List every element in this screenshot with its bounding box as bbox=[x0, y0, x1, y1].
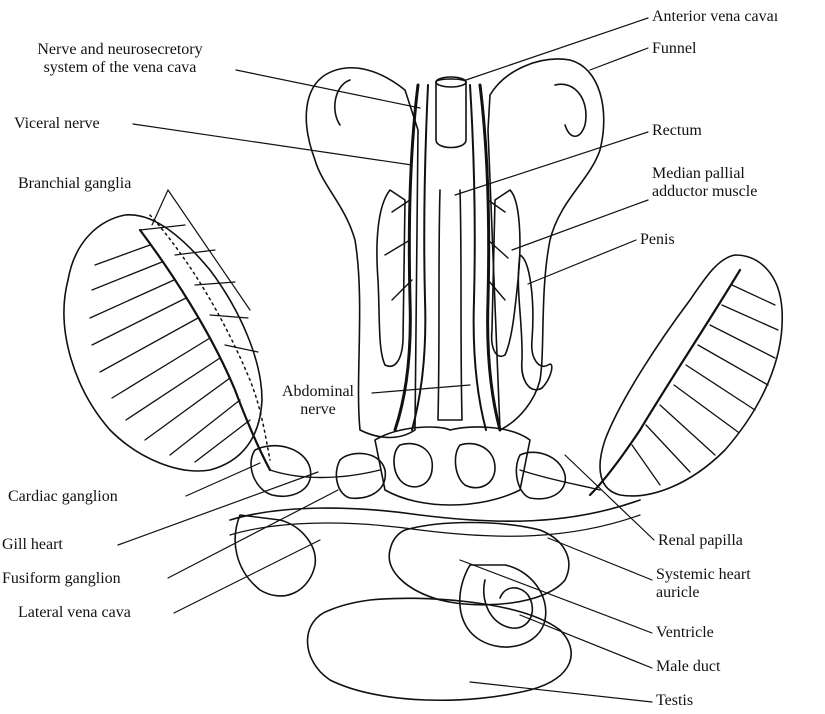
leader-cardiac-ganglion bbox=[186, 463, 260, 496]
label-abdominal-nerve-line2: nerve bbox=[262, 401, 374, 419]
left-gill-outline bbox=[64, 215, 262, 471]
right-visceral-nerve bbox=[480, 85, 500, 430]
lateral-vena-cava-vessel bbox=[230, 500, 640, 521]
left-funnel-inner bbox=[335, 80, 350, 125]
label-penis: Penis bbox=[640, 231, 675, 249]
right-gill-outline bbox=[600, 255, 782, 496]
leader-nerve-neurosecretory bbox=[236, 70, 420, 108]
leader-branchial-ganglia-2 bbox=[168, 190, 250, 310]
label-abdominal-nerve-line1: Abdominal bbox=[262, 383, 374, 401]
label-cardiac-ganglion: Cardiac ganglion bbox=[8, 488, 118, 506]
gill-heart-left bbox=[251, 446, 311, 497]
label-nerve-neurosecretory-line2: system of the vena cava bbox=[0, 59, 240, 77]
leader-viceral-nerve bbox=[133, 124, 412, 165]
label-median-pallial: Median pallial adductor muscle bbox=[652, 165, 757, 201]
left-branchial-vessel bbox=[270, 470, 380, 478]
leader-ventricle bbox=[460, 560, 652, 633]
leader-median-pallial bbox=[512, 200, 648, 250]
right-gill-axis bbox=[590, 270, 740, 495]
central-renal-left bbox=[394, 444, 432, 487]
label-male-duct: Male duct bbox=[656, 658, 720, 676]
label-renal-papilla: Renal papilla bbox=[658, 532, 743, 550]
label-gill-heart: Gill heart bbox=[2, 536, 63, 554]
label-nerve-neurosecretory-line1: Nerve and neurosecretory bbox=[0, 41, 240, 59]
leader-anterior-vena-cava bbox=[466, 18, 648, 80]
right-branchial-vessel bbox=[520, 470, 600, 490]
left-venous-appendage bbox=[235, 515, 315, 596]
left-visceral-nerve bbox=[395, 85, 418, 430]
label-systemic-heart: Systemic heart auricle bbox=[656, 566, 751, 602]
leader-branchial-ganglia-1 bbox=[152, 190, 168, 225]
leader-gill-heart bbox=[118, 472, 318, 545]
label-median-pallial-line2: adductor muscle bbox=[652, 183, 757, 201]
leader-renal-papilla bbox=[565, 455, 654, 540]
leader-fusiform-ganglion bbox=[168, 490, 338, 578]
label-branchial-ganglia: Branchial ganglia bbox=[18, 175, 131, 193]
abdominal-body bbox=[375, 427, 530, 505]
central-renal-right bbox=[455, 444, 495, 488]
label-ventricle: Ventricle bbox=[656, 624, 714, 642]
penis-shape bbox=[518, 255, 551, 390]
label-fusiform-ganglion: Fusiform ganglion bbox=[2, 570, 121, 588]
label-abdominal-nerve: Abdominal nerve bbox=[262, 383, 374, 419]
leader-systemic-heart bbox=[548, 538, 652, 580]
anterior-vena-cava-vessel bbox=[436, 79, 466, 148]
label-viceral-nerve: Viceral nerve bbox=[14, 115, 100, 133]
label-median-pallial-line1: Median pallial bbox=[652, 165, 757, 183]
label-anterior-vena-cava: Anterior vena cavaı bbox=[652, 8, 778, 26]
label-funnel: Funnel bbox=[652, 40, 696, 58]
leader-male-duct bbox=[520, 615, 652, 668]
leader-funnel bbox=[590, 48, 648, 70]
label-systemic-heart-line2: auricle bbox=[656, 584, 751, 602]
right-funnel-inner bbox=[555, 84, 586, 136]
leader-testis bbox=[470, 682, 652, 702]
left-mantle-muscle bbox=[377, 190, 405, 366]
label-systemic-heart-line1: Systemic heart bbox=[656, 566, 751, 584]
label-lateral-vena-cava: Lateral vena cava bbox=[18, 604, 131, 622]
leader-lateral-vena-cava bbox=[174, 540, 320, 613]
label-rectum: Rectum bbox=[652, 122, 702, 140]
leader-penis bbox=[528, 240, 636, 284]
label-testis: Testis bbox=[656, 692, 693, 710]
label-nerve-neurosecretory: Nerve and neurosecretory system of the v… bbox=[0, 41, 240, 77]
